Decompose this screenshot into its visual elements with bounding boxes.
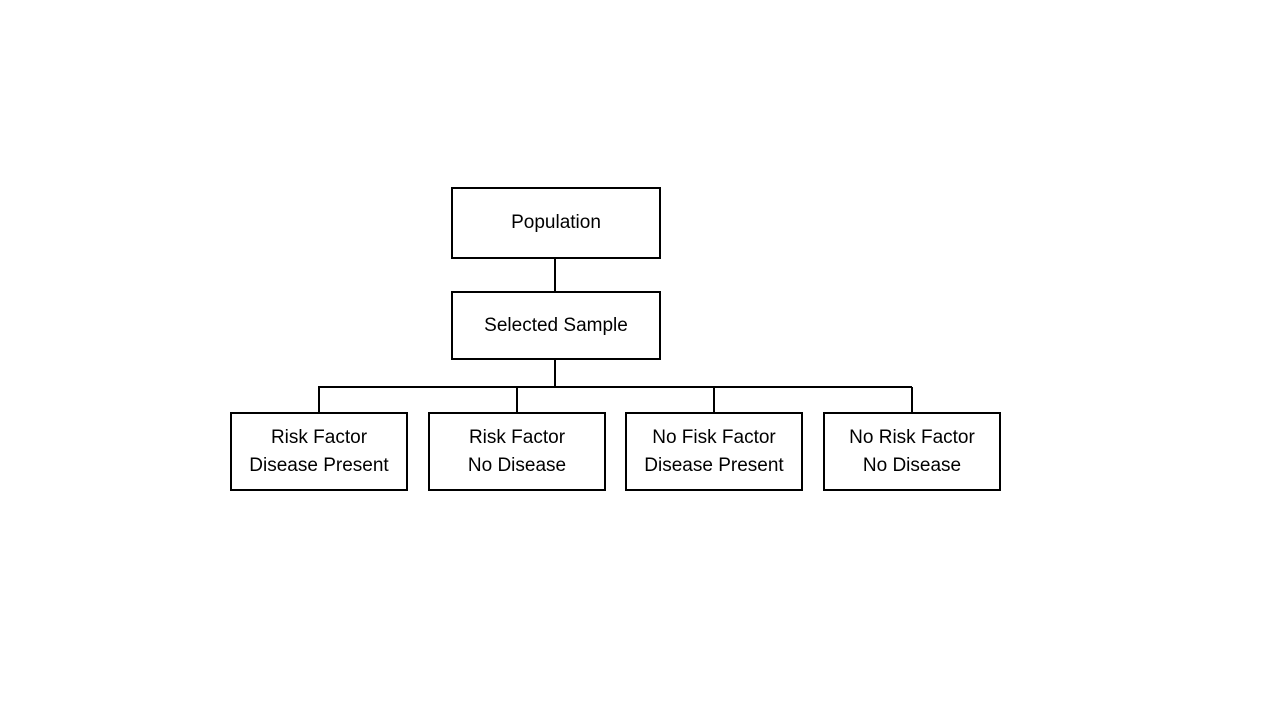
node-no-fisk-factor-disease-present: No Fisk Factor Disease Present — [625, 412, 803, 491]
node-risk-factor-no-disease: Risk Factor No Disease — [428, 412, 606, 491]
node-risk-factor-no-disease-line1: Risk Factor — [468, 426, 566, 448]
connector-drop-risk-factor-disease-present — [318, 387, 320, 412]
node-no-fisk-factor-disease-present-line2: Disease Present — [644, 454, 784, 476]
connector-drop-no-risk-factor-no-disease — [911, 387, 913, 412]
node-no-risk-factor-no-disease-line2: No Disease — [862, 454, 962, 476]
node-no-risk-factor-no-disease: No Risk Factor No Disease — [823, 412, 1001, 491]
node-no-fisk-factor-disease-present-line1: No Fisk Factor — [652, 426, 776, 448]
node-no-risk-factor-no-disease-line1: No Risk Factor — [849, 426, 975, 448]
node-risk-factor-disease-present-line1: Risk Factor — [270, 426, 368, 448]
connector-population-to-selected-sample — [554, 259, 556, 291]
connector-drop-risk-factor-no-disease — [516, 387, 518, 412]
node-selected-sample: Selected Sample — [451, 291, 661, 360]
connector-selected-sample-stem — [554, 360, 556, 387]
node-selected-sample-label: Selected Sample — [484, 314, 628, 336]
node-risk-factor-disease-present-line2: Disease Present — [249, 454, 389, 476]
node-risk-factor-no-disease-line2: No Disease — [467, 454, 567, 476]
node-risk-factor-disease-present: Risk Factor Disease Present — [230, 412, 408, 491]
node-population: Population — [451, 187, 661, 259]
connector-horizontal-bar — [318, 386, 912, 388]
connector-drop-no-fisk-factor-disease-present — [713, 387, 715, 412]
node-population-label: Population — [511, 212, 601, 233]
